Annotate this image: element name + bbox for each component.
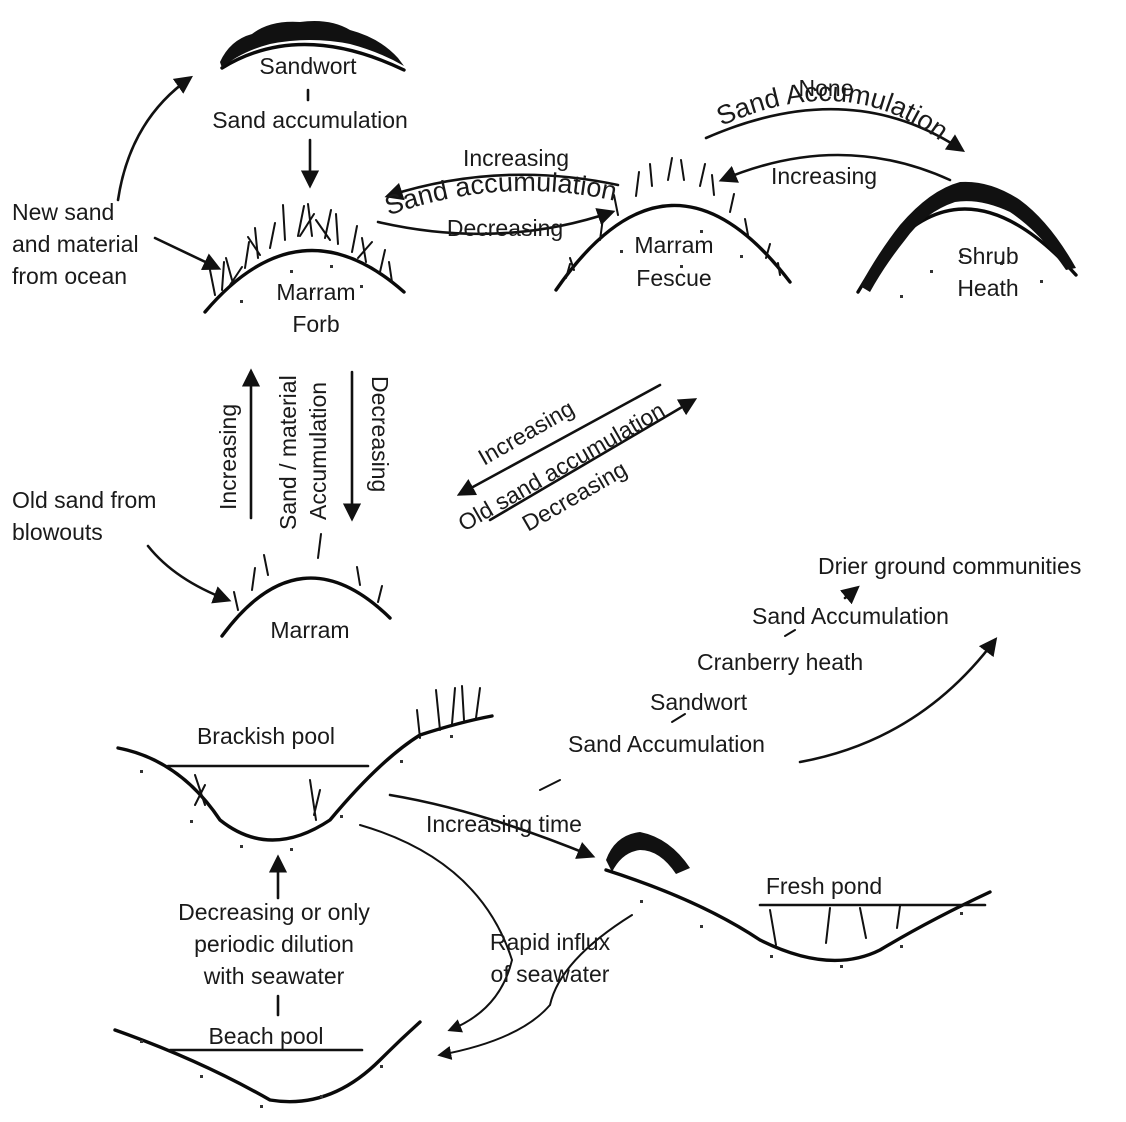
arrow-fescue-to-forb <box>384 173 620 201</box>
chain-sand-accumulation-top-label: Sand Accumulation <box>752 603 949 629</box>
beach-pool-label: Beach pool <box>208 1023 323 1049</box>
new-sand-label-2: and material <box>12 231 139 257</box>
fresh-pond-basin <box>604 832 992 968</box>
increasing-label-b: Increasing <box>771 163 877 189</box>
new-sand-label-3: from ocean <box>12 263 127 289</box>
cranberry-heath-label: Cranberry heath <box>697 649 863 675</box>
arrow-old-sand-to-marram <box>146 544 232 604</box>
marram-fescue-dune <box>554 157 792 292</box>
increasing-label-a: Increasing <box>463 145 569 171</box>
decreasing-label-a: Decreasing <box>447 215 563 241</box>
vertical-increasing-label: Increasing <box>215 404 241 510</box>
shrub-heath-label-1: Shrub <box>957 243 1018 269</box>
marram-forb-label-1: Marram <box>276 279 355 305</box>
marram-fescue-label-2: Fescue <box>636 265 711 291</box>
old-sand-label-2: blowouts <box>12 519 103 545</box>
marram-dune <box>220 533 392 638</box>
shrub-heath-label-2: Heath <box>957 275 1018 301</box>
sand-accumulation-label: Sand accumulation <box>212 107 408 133</box>
arrow-diagonal-down <box>456 383 662 496</box>
arrow-sandwort-to-marram-forb <box>300 88 320 189</box>
new-sand-label-1: New sand <box>12 199 114 225</box>
arrow-forb-to-fescue <box>376 208 616 236</box>
arrow-to-sandwort <box>116 75 193 202</box>
arrow-chain-to-drier <box>539 585 860 791</box>
decreasing-dilution-label-3: with seawater <box>203 963 345 989</box>
rapid-influx-label-2: of seawater <box>491 961 610 987</box>
chain-sandwort-label: Sandwort <box>650 689 748 715</box>
arrow-fescue-to-shrub <box>704 107 966 153</box>
arrow-shrub-to-fescue <box>718 153 952 183</box>
arrow-fresh-to-beach <box>437 914 633 1060</box>
drier-ground-label: Drier ground communities <box>818 553 1081 579</box>
vertical-sand-material-label: Sand / material <box>275 375 301 530</box>
beach-pool-basin <box>113 1020 422 1108</box>
vertical-accumulation-label: Accumulation <box>305 382 331 520</box>
arrow-brackish-to-fresh <box>388 793 596 859</box>
arrow-new-sand-to-dune <box>153 236 222 270</box>
vertical-decreasing-label: Decreasing <box>367 376 393 492</box>
sandwort-mound <box>220 21 406 72</box>
marram-forb-label-2: Forb <box>292 311 339 337</box>
none-label: None <box>799 75 854 101</box>
brackish-pool-label: Brackish pool <box>197 723 335 749</box>
chain-sand-accumulation-bottom-label: Sand Accumulation <box>568 731 765 757</box>
sand-accumulation-curved-label: Sand accumulation <box>381 167 620 221</box>
marram-label: Marram <box>270 617 349 643</box>
decreasing-dilution-label-1: Decreasing or only <box>178 899 370 925</box>
rapid-influx-label-1: Rapid influx <box>490 929 611 955</box>
brackish-pool-basin <box>116 685 494 851</box>
marram-forb-dune <box>203 203 406 314</box>
arrow-time-to-drier <box>798 637 998 764</box>
fresh-pond-label: Fresh pond <box>766 873 882 899</box>
arrow-brackish-to-beach <box>359 824 514 1033</box>
decreasing-dilution-label-2: periodic dilution <box>194 931 354 957</box>
marram-fescue-label-1: Marram <box>634 232 713 258</box>
arrow-diagonal-up <box>488 398 698 522</box>
sand-accumulation-right-label: Sand Accumulation <box>712 77 954 146</box>
increasing-time-label: Increasing time <box>426 811 582 837</box>
sandwort-label: Sandwort <box>259 53 357 79</box>
shrub-heath-dune <box>856 181 1078 298</box>
old-sand-label-1: Old sand from <box>12 487 156 513</box>
